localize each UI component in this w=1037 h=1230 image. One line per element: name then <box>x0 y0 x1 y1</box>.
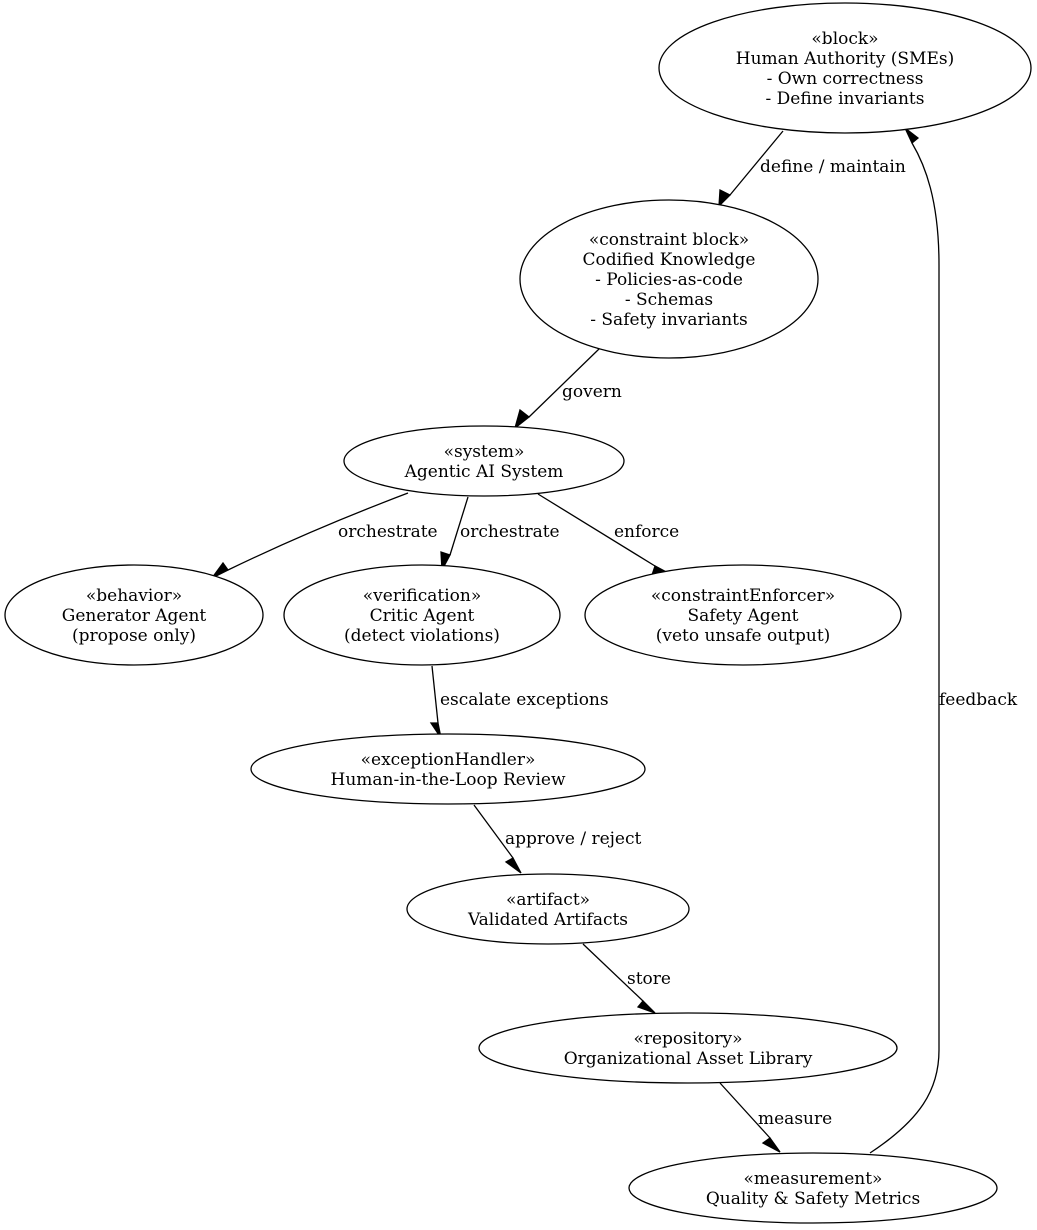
edge-asset_library-to-metrics: measure <box>719 1082 832 1153</box>
edge-validated_artifacts-to-asset_library: store <box>582 943 671 1014</box>
node-metrics: «measurement»Quality & Safety Metrics <box>628 1152 998 1224</box>
edge-label: enforce <box>614 522 679 542</box>
node-label-line: Human-in-the-Loop Review <box>331 770 566 790</box>
node-label-line: Human Authority (SMEs) <box>736 49 954 69</box>
edge-human_authority-to-codified_knowledge: define / maintain <box>718 130 906 208</box>
edge-hitl_review-to-validated_artifacts: approve / reject <box>473 804 642 874</box>
node-label-line: Generator Agent <box>62 606 207 626</box>
arrowhead-icon <box>513 408 531 430</box>
node-stereotype: «exceptionHandler» <box>361 750 536 770</box>
node-label-line: (detect violations) <box>344 626 500 646</box>
node-label-line: Validated Artifacts <box>467 910 628 930</box>
edge-line <box>473 804 514 859</box>
edge-line <box>719 1082 771 1139</box>
node-label-line: Critic Agent <box>370 606 475 626</box>
edge-line <box>528 348 600 418</box>
node-ellipse <box>4 564 264 666</box>
arrowhead-icon <box>504 857 522 874</box>
node-ellipse <box>519 199 819 359</box>
node-label-line: Organizational Asset Library <box>564 1049 813 1069</box>
node-critic-agent: «verification»Critic Agent(detect violat… <box>283 564 561 666</box>
edge-label: escalate exceptions <box>440 690 609 710</box>
node-stereotype: «verification» <box>363 586 481 606</box>
node-ellipse <box>283 564 561 666</box>
node-label-line: Agentic AI System <box>404 462 564 482</box>
edge-line <box>537 493 656 567</box>
node-stereotype: «system» <box>444 442 525 462</box>
node-stereotype: «constraint block» <box>589 230 749 250</box>
edge-line <box>582 943 644 1002</box>
node-label-line: - Own correctness <box>767 69 924 89</box>
node-label-line: Safety Agent <box>688 606 799 626</box>
node-label-line: - Define invariants <box>766 89 925 109</box>
edge-label: feedback <box>939 690 1018 710</box>
node-label-line: - Safety invariants <box>590 310 747 330</box>
node-ellipse <box>478 1012 898 1084</box>
edge-line <box>449 496 469 556</box>
node-label-line: (propose only) <box>72 626 196 646</box>
edge-line <box>729 130 784 196</box>
edge-label: approve / reject <box>505 829 642 849</box>
arrowhead-icon <box>211 561 229 579</box>
node-label-line: (veto unsafe output) <box>656 626 831 646</box>
edge-label: store <box>627 969 671 989</box>
edge-agentic_system-to-generator_agent: orchestrate <box>211 492 438 579</box>
node-label-line: - Schemas <box>625 290 713 310</box>
edge-line <box>431 665 439 724</box>
node-ellipse <box>628 1152 998 1224</box>
node-label-line: Quality & Safety Metrics <box>706 1189 920 1209</box>
node-label-line: - Policies-as-code <box>595 270 743 290</box>
node-stereotype: «artifact» <box>506 890 590 910</box>
edge-critic_agent-to-hitl_review: escalate exceptions <box>429 665 609 739</box>
arrowhead-icon <box>761 1137 781 1153</box>
edge-metrics-to-human_authority: feedback <box>869 127 1018 1154</box>
edge-label: measure <box>758 1109 832 1129</box>
edge-codified_knowledge-to-agentic_system: govern <box>513 348 622 430</box>
edge-line <box>227 492 409 571</box>
node-codified-knowledge: «constraint block»Codified Knowledge- Po… <box>519 199 819 359</box>
arrowhead-icon <box>636 1000 656 1014</box>
node-generator-agent: «behavior»Generator Agent(propose only) <box>4 564 264 666</box>
edge-line <box>869 142 940 1154</box>
edge-label: define / maintain <box>760 157 906 177</box>
edges-layer: define / maintain govern orchestrate orches… <box>211 127 1018 1154</box>
node-agentic-system: «system»Agentic AI System <box>343 425 625 497</box>
node-ellipse <box>406 873 690 945</box>
node-ellipse <box>658 2 1032 134</box>
arrowhead-icon <box>904 127 920 145</box>
edge-label: orchestrate <box>460 522 560 542</box>
node-stereotype: «repository» <box>633 1029 742 1049</box>
edge-label: govern <box>562 382 622 402</box>
node-stereotype: «block» <box>811 29 878 49</box>
node-hitl-review: «exceptionHandler»Human-in-the-Loop Revi… <box>250 733 646 805</box>
nodes-layer: «block»Human Authority (SMEs)- Own corre… <box>4 2 1032 1224</box>
node-ellipse <box>584 564 902 666</box>
node-asset-library: «repository»Organizational Asset Library <box>478 1012 898 1084</box>
node-stereotype: «constraintEnforcer» <box>651 586 835 606</box>
node-safety-agent: «constraintEnforcer»Safety Agent(veto un… <box>584 564 902 666</box>
node-validated-artifacts: «artifact»Validated Artifacts <box>406 873 690 945</box>
node-stereotype: «measurement» <box>744 1169 883 1189</box>
edge-label: orchestrate <box>338 522 438 542</box>
node-label-line: Codified Knowledge <box>582 250 755 270</box>
node-human-authority: «block»Human Authority (SMEs)- Own corre… <box>658 2 1032 134</box>
edge-agentic_system-to-critic_agent: orchestrate <box>440 496 560 573</box>
arrowhead-icon <box>718 188 732 208</box>
node-ellipse <box>343 425 625 497</box>
node-ellipse <box>250 733 646 805</box>
node-stereotype: «behavior» <box>86 586 182 606</box>
